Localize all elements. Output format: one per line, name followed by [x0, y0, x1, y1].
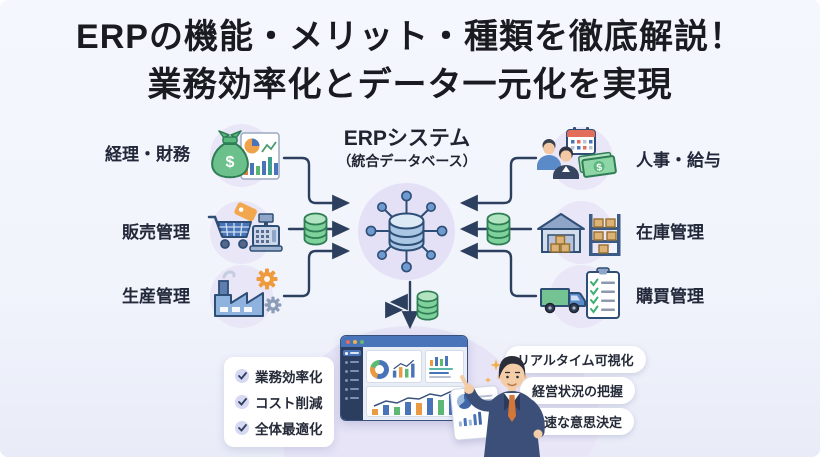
check-icon — [235, 395, 249, 409]
window-dot-yellow — [353, 339, 357, 344]
benefit-item: 全体最適化 — [235, 418, 323, 438]
window-dot-red — [346, 339, 350, 344]
mini-bar-line-chart — [392, 359, 415, 378]
warehouse-shelf-icon — [537, 213, 621, 256]
svg-text:$: $ — [226, 154, 235, 171]
title-line-2: 業務効率化とデータ一元化を実現 — [147, 66, 673, 104]
svg-text:$: $ — [596, 162, 603, 174]
sparkle-icon — [490, 359, 502, 371]
hr-icon-cluster: $ — [533, 124, 625, 194]
finance-icon-cluster: $ — [193, 121, 285, 191]
dashboard-nav-item — [343, 386, 361, 392]
money-bag-chart-icon: $ — [211, 130, 280, 180]
bar-trend-chart — [372, 390, 455, 416]
people-calendar-money-icon: $ — [537, 127, 617, 179]
module-label-finance: 経理・財務 — [105, 145, 190, 164]
production-icon-cluster — [193, 262, 285, 332]
sparkle-icon — [484, 376, 492, 384]
inventory-icon-cluster — [533, 198, 625, 268]
page-title: ERPの機能・メリット・種類を徹底解説！ 業務効率化とデータ一元化を実現 — [0, 13, 820, 109]
benefit-label: コスト削減 — [255, 396, 323, 411]
cart-register-icon — [207, 202, 283, 252]
erp-hub — [358, 183, 455, 280]
arrow-production-to-hub — [282, 242, 351, 298]
benefit-item: 業務効率化 — [235, 366, 323, 386]
database-icon — [416, 290, 439, 321]
benefit-label: 全体最適化 — [255, 422, 323, 437]
dashboard-nav-item — [343, 359, 361, 365]
dashboard-nav-item — [343, 395, 361, 401]
dashboard-titlebar — [341, 336, 467, 347]
check-icon — [235, 369, 249, 383]
hub-title: ERPシステム — [343, 127, 471, 150]
arrow-purchasing-to-hub — [459, 242, 538, 298]
analytics-dashboard-illustration — [340, 335, 468, 421]
hub-label: ERPシステム （統合データベース） — [297, 126, 517, 170]
database-icon — [303, 212, 328, 246]
businessman-pointing-illustration — [460, 356, 545, 457]
dashboard-trend-panel — [366, 386, 464, 417]
sales-icon-cluster — [193, 198, 285, 268]
dashboard-sidebar — [341, 347, 363, 420]
outcome-pill-status: 経営状況の把握 — [520, 377, 636, 404]
purchasing-icon-cluster — [533, 262, 625, 332]
database-network-icon — [365, 190, 448, 273]
module-label-inventory: 在庫管理 — [636, 223, 704, 242]
dashboard-donut-panel — [366, 350, 423, 384]
hub-subtitle: （統合データベース） — [337, 153, 477, 169]
window-dot-green — [360, 339, 364, 344]
module-label-purchasing: 購買管理 — [636, 287, 704, 306]
module-label-production: 生産管理 — [122, 287, 190, 306]
benefit-item: コスト削減 — [235, 392, 323, 412]
check-icon — [235, 421, 249, 435]
module-label-hr: 人事・給与 — [636, 151, 721, 170]
dashboard-nav-item — [343, 377, 361, 383]
database-icon — [486, 212, 511, 246]
truck-clipboard-icon — [540, 267, 620, 319]
dashboard-nav-item — [343, 350, 361, 356]
dashboard-nav-item — [343, 368, 361, 374]
mini-bar-chart — [430, 356, 449, 366]
title-line-1: ERPの機能・メリット・種類を徹底解説！ — [76, 18, 744, 56]
benefits-card: 業務効率化 コスト削減 全体最適化 — [224, 357, 334, 447]
module-label-sales: 販売管理 — [122, 223, 190, 242]
dashboard-legend-panel — [425, 350, 464, 384]
donut-chart — [370, 360, 389, 380]
factory-gears-icon — [214, 268, 282, 317]
benefit-label: 業務効率化 — [255, 370, 323, 385]
outcome-pill-realtime: リアルタイム可視化 — [505, 346, 646, 373]
